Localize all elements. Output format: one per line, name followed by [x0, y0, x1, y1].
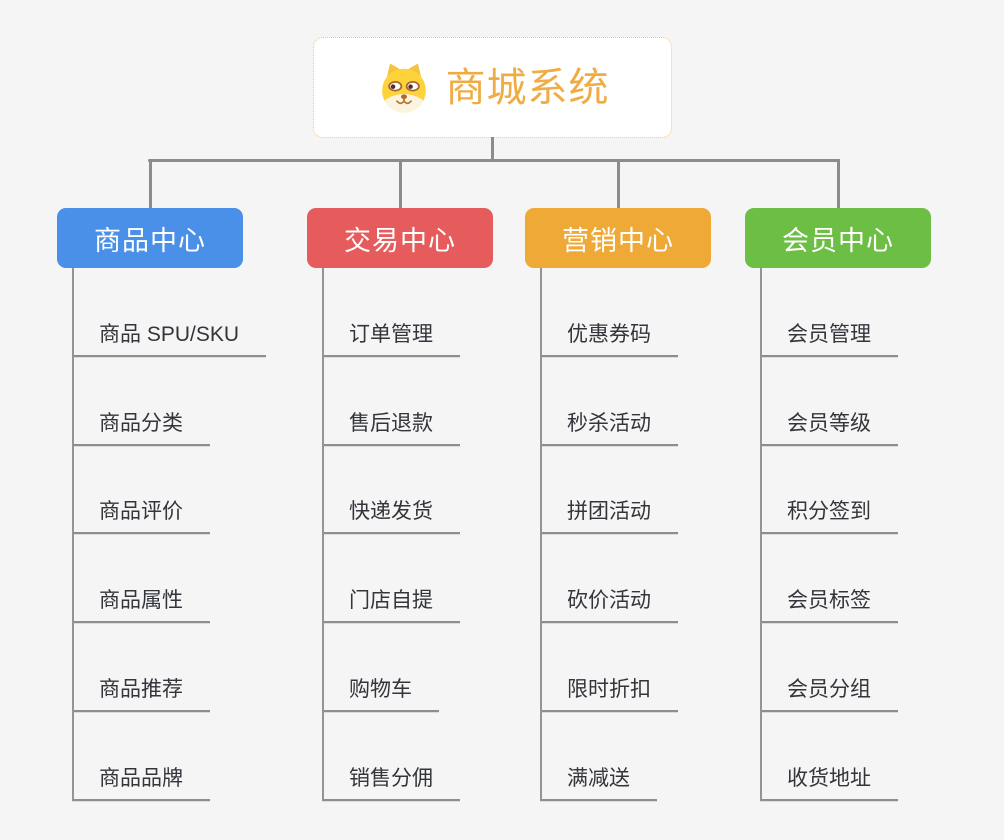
child-node[interactable]: 会员管理 [760, 323, 898, 357]
child-node[interactable]: 积分签到 [760, 500, 898, 535]
child-row: 满减送 [540, 712, 785, 801]
child-node[interactable]: 快递发货 [322, 500, 460, 535]
child-row: 会员分组 [760, 623, 1004, 712]
branch-label: 交易中心 [344, 225, 456, 256]
branch-column: 交易中心 订单管理 售后退款 快递发货 门店自提 购物车 销售分佣 [307, 159, 567, 801]
child-node[interactable]: 售后退款 [322, 412, 460, 446]
branch-label: 会员中心 [782, 225, 894, 256]
child-row: 商品评价 [72, 446, 317, 535]
child-node[interactable]: 会员标签 [760, 589, 898, 624]
branch-header[interactable]: 会员中心 [745, 208, 931, 268]
connector-root-stem [491, 137, 494, 161]
branch-column: 商品中心 商品 SPU/SKU 商品分类 商品评价 商品属性 商品推荐 商品品牌 [57, 159, 317, 801]
connector-branch-trunk [72, 268, 74, 801]
child-node[interactable]: 商品 SPU/SKU [72, 323, 267, 357]
branch-children: 优惠券码 秒杀活动 拼团活动 砍价活动 限时折扣 满减送 [525, 268, 785, 801]
child-row: 会员标签 [760, 534, 1004, 624]
child-row: 商品 SPU/SKU [72, 268, 317, 357]
child-row: 订单管理 [322, 268, 567, 357]
child-node[interactable]: 满减送 [540, 767, 657, 801]
connector-branch-trunk [540, 268, 542, 801]
child-row: 商品属性 [72, 534, 317, 624]
child-node[interactable]: 砍价活动 [540, 589, 678, 624]
child-row: 售后退款 [322, 357, 567, 446]
child-node[interactable]: 优惠券码 [540, 323, 678, 357]
child-node[interactable]: 会员等级 [760, 412, 898, 446]
connector-branch-trunk [322, 268, 324, 801]
child-row: 限时折扣 [540, 623, 785, 712]
branch-children: 会员管理 会员等级 积分签到 会员标签 会员分组 收货地址 [745, 268, 1004, 801]
child-node[interactable]: 限时折扣 [540, 678, 678, 712]
child-node[interactable]: 秒杀活动 [540, 412, 678, 446]
child-row: 购物车 [322, 623, 567, 712]
branch-children: 商品 SPU/SKU 商品分类 商品评价 商品属性 商品推荐 商品品牌 [57, 268, 317, 801]
child-row: 销售分佣 [322, 712, 567, 801]
child-row: 商品分类 [72, 357, 317, 446]
child-node[interactable]: 会员分组 [760, 678, 898, 712]
connector-horizontal-bar [148, 159, 840, 162]
branch-header[interactable]: 商品中心 [57, 208, 243, 268]
root-title: 商城系统 [445, 65, 610, 110]
connector-branch-drop [148, 159, 152, 208]
child-row: 商品推荐 [72, 623, 317, 712]
child-row: 会员管理 [760, 268, 1004, 357]
child-row: 会员等级 [760, 357, 1004, 446]
child-node[interactable]: 收货地址 [760, 767, 898, 801]
branch-column: 营销中心 优惠券码 秒杀活动 拼团活动 砍价活动 限时折扣 满减送 [525, 159, 785, 801]
child-node[interactable]: 购物车 [322, 678, 439, 712]
branch-children: 订单管理 售后退款 快递发货 门店自提 购物车 销售分佣 [307, 268, 567, 801]
child-node[interactable]: 门店自提 [322, 589, 460, 624]
child-row: 收货地址 [760, 712, 1004, 801]
branch-header[interactable]: 营销中心 [525, 208, 711, 268]
child-node[interactable]: 商品属性 [72, 589, 210, 624]
child-row: 快递发货 [322, 446, 567, 535]
branch-label: 商品中心 [94, 225, 206, 256]
child-row: 秒杀活动 [540, 357, 785, 446]
root-node[interactable]: 商城系统 [313, 37, 672, 138]
shiba-dog-icon [376, 60, 432, 116]
child-node[interactable]: 销售分佣 [322, 767, 460, 801]
connector-branch-drop [616, 159, 620, 208]
connector-branch-drop [836, 159, 840, 208]
branch-column: 会员中心 会员管理 会员等级 积分签到 会员标签 会员分组 收货地址 [745, 159, 1004, 801]
connector-branch-drop [398, 159, 402, 208]
child-row: 拼团活动 [540, 446, 785, 535]
branch-header[interactable]: 交易中心 [307, 208, 493, 268]
child-row: 商品品牌 [72, 712, 317, 801]
child-node[interactable]: 商品分类 [72, 412, 210, 446]
child-node[interactable]: 拼团活动 [540, 500, 678, 535]
connector-branch-trunk [760, 268, 762, 801]
child-node[interactable]: 商品评价 [72, 500, 210, 535]
child-row: 砍价活动 [540, 534, 785, 624]
child-row: 门店自提 [322, 534, 567, 624]
branch-label: 营销中心 [562, 225, 674, 256]
child-node[interactable]: 订单管理 [322, 323, 460, 357]
child-node[interactable]: 商品推荐 [72, 678, 210, 712]
child-row: 积分签到 [760, 446, 1004, 535]
child-row: 优惠券码 [540, 268, 785, 357]
child-node[interactable]: 商品品牌 [72, 767, 210, 801]
